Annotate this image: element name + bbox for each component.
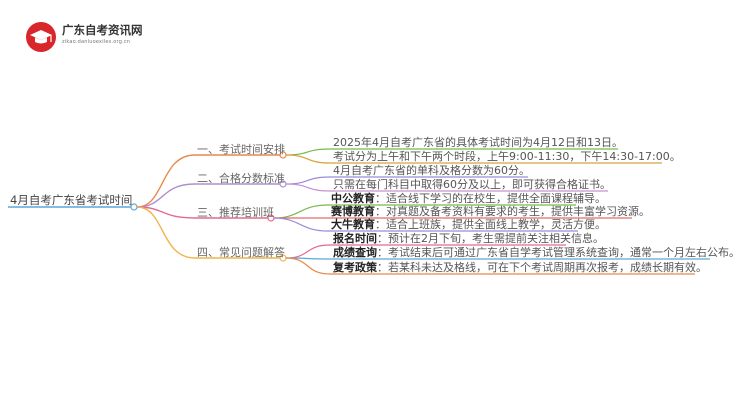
logo-title: 广东自考资讯网 xyxy=(62,23,143,37)
leaf-training-3: 大牛教育：适合上班族，提供全面线上教学，灵活方便。 xyxy=(331,218,606,231)
leaf-exam-sessions: 考试分为上午和下午两个时段，上午9:00-11:30，下午14:30-17:00… xyxy=(333,150,681,163)
leaf-training-1: 中公教育：适合线下学习的在校生，提供全面课程辅导。 xyxy=(331,192,606,205)
branch-faq: 四、常见问题解答 xyxy=(197,246,285,259)
branch-exam-schedule: 一、考试时间安排 xyxy=(197,143,285,156)
leaf-certificate: 只需在每门科目中取得60分及以上，即可获得合格证书。 xyxy=(333,178,611,191)
leaf-exam-date: 2025年4月自考广东省的具体考试时间为4月12日和13日。 xyxy=(333,136,623,149)
leaf-training-2: 赛博教育：对真题及备考资料有要求的考生，提供丰富学习资源。 xyxy=(331,205,650,218)
leaf-score-query: 成绩查询：考试结束后可通过广东省自学考试管理系统查询，通常一个月左右公布。 xyxy=(333,246,740,259)
logo-subtitle: zikao.danluoexiles.org.cn xyxy=(62,39,131,45)
graduation-cap-icon xyxy=(26,22,56,52)
mindmap-root: 4月自考广东省考试时间 xyxy=(10,193,133,207)
site-logo[interactable]: 广东自考资讯网 zikao.danluoexiles.org.cn xyxy=(26,20,146,52)
branch-passing-score: 二、合格分数标准 xyxy=(197,172,285,185)
leaf-retake-policy: 复考政策：若某科未达及格线，可在下个考试周期再次报考，成绩长期有效。 xyxy=(333,261,707,274)
branch-training: 三、推荐培训班 xyxy=(197,206,274,219)
leaf-passing-score: 4月自考广东省的单科及格分数为60分。 xyxy=(333,164,530,177)
leaf-registration-time: 报名时间：预计在2月下旬，考生需提前关注相关信息。 xyxy=(333,232,604,245)
